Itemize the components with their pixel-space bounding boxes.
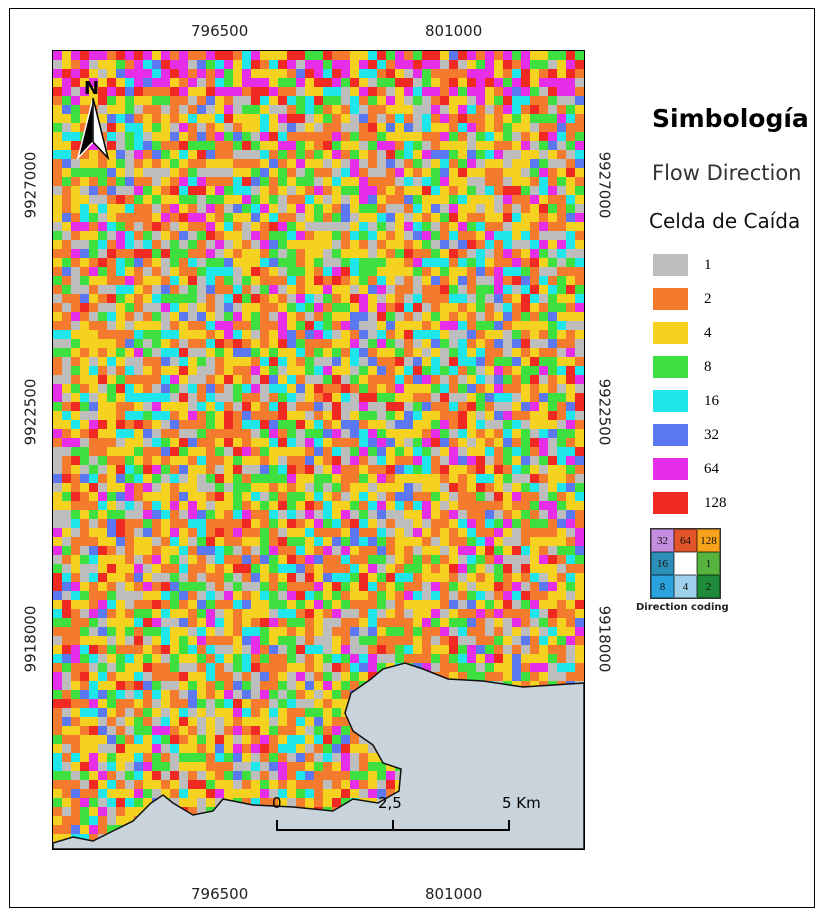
y-tick-right-1: 9927000 xyxy=(595,151,614,219)
direction-coding-grid: 32 64 128 16 1 8 4 2 xyxy=(650,528,721,599)
legend-label: 8 xyxy=(704,358,712,375)
y-tick-right-3: 9918000 xyxy=(595,605,614,673)
direction-cell: 128 xyxy=(697,529,720,552)
legend-title: Simbología xyxy=(652,104,809,133)
legend-list: 1 2 4 8 16 32 64 128 xyxy=(653,248,727,520)
legend-item: 16 xyxy=(653,384,727,418)
legend-field-name: Celda de Caída xyxy=(649,209,801,233)
legend-subtitle: Flow Direction xyxy=(652,161,802,185)
direction-center-cell xyxy=(674,552,697,575)
legend-swatch xyxy=(653,492,688,514)
flow-direction-map[interactable] xyxy=(52,50,585,850)
y-tick-left-3: 9918000 xyxy=(21,605,40,673)
x-tick-top-1: 796500 xyxy=(191,22,249,40)
north-arrow-label: N xyxy=(84,78,100,99)
scale-label-end: 5 Km xyxy=(502,794,541,812)
direction-cell: 32 xyxy=(651,529,674,552)
legend-label: 64 xyxy=(704,460,719,477)
legend-label: 32 xyxy=(704,426,719,443)
legend-swatch xyxy=(653,356,688,378)
scale-label-mid: 2,5 xyxy=(378,794,402,812)
scale-bar xyxy=(276,794,512,834)
legend-swatch xyxy=(653,390,688,412)
legend-item: 1 xyxy=(653,248,727,282)
legend-item: 8 xyxy=(653,350,727,384)
legend-label: 4 xyxy=(704,324,712,341)
north-arrow-icon xyxy=(76,97,110,160)
legend-swatch xyxy=(653,288,688,310)
x-tick-bottom-1: 796500 xyxy=(191,885,249,903)
legend-item: 4 xyxy=(653,316,727,350)
legend-swatch xyxy=(653,322,688,344)
legend-item: 128 xyxy=(653,486,727,520)
y-tick-left-2: 9922500 xyxy=(21,378,40,446)
scale-label-start: 0 xyxy=(272,794,282,812)
x-tick-bottom-2: 801000 xyxy=(425,885,483,903)
y-tick-right-2: 9922500 xyxy=(595,378,614,446)
x-tick-top-2: 801000 xyxy=(425,22,483,40)
map-frame xyxy=(9,8,815,908)
legend-item: 32 xyxy=(653,418,727,452)
direction-cell: 1 xyxy=(697,552,720,575)
direction-cell: 8 xyxy=(651,575,674,598)
legend-item: 2 xyxy=(653,282,727,316)
direction-cell: 2 xyxy=(697,575,720,598)
direction-cell: 16 xyxy=(651,552,674,575)
y-tick-left-1: 9927000 xyxy=(21,151,40,219)
scale-bar-graphic xyxy=(276,820,510,831)
flow-direction-raster xyxy=(53,51,584,849)
direction-cell: 4 xyxy=(674,575,697,598)
legend-swatch xyxy=(653,254,688,276)
legend-item: 64 xyxy=(653,452,727,486)
legend-label: 2 xyxy=(704,290,712,307)
legend-label: 1 xyxy=(704,256,712,273)
legend-swatch xyxy=(653,458,688,480)
direction-coding-diagram: 32 64 128 16 1 8 4 2 Direction coding xyxy=(636,528,729,613)
direction-cell: 64 xyxy=(674,529,697,552)
legend-label: 16 xyxy=(704,392,719,409)
legend-label: 128 xyxy=(704,494,727,511)
direction-coding-caption: Direction coding xyxy=(636,602,729,613)
legend-swatch xyxy=(653,424,688,446)
